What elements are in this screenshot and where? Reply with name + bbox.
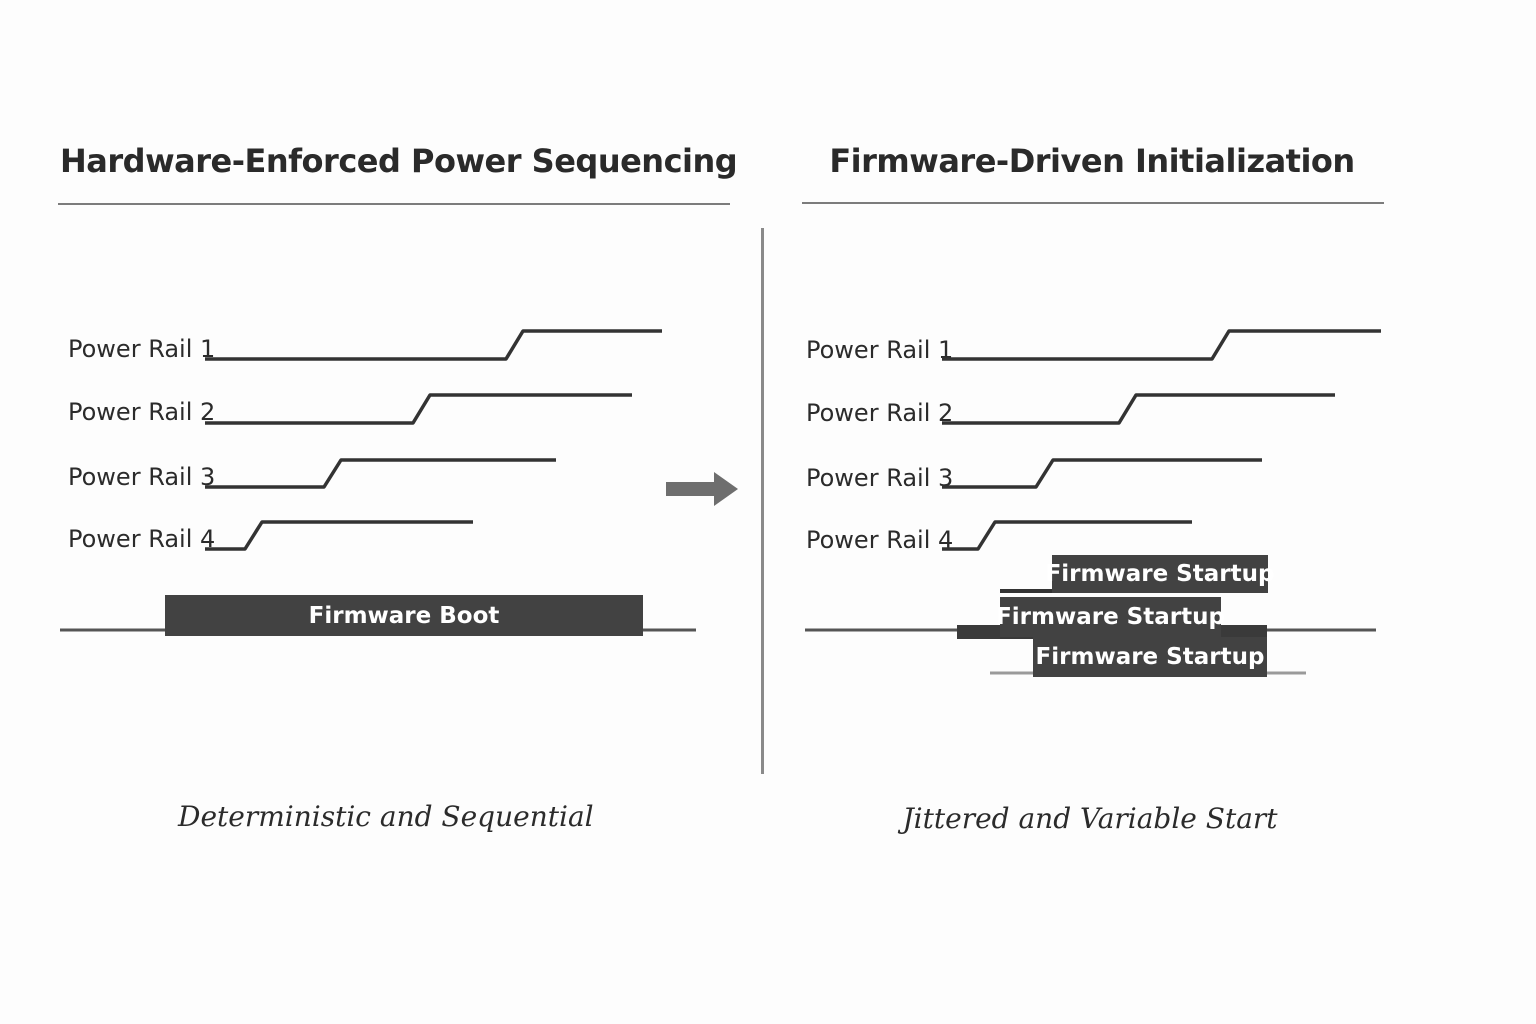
left-rail-label-3: Power Rail 3 xyxy=(68,463,216,491)
left-panel-title: Hardware-Enforced Power Sequencing xyxy=(60,142,738,180)
right-panel-title: Firmware-Driven Initialization xyxy=(829,142,1355,180)
firmware-boot-block: Firmware Boot xyxy=(165,595,643,636)
right-panel-caption: Jittered and Variable Start xyxy=(902,802,1278,835)
left-rail-3-waveform xyxy=(205,458,556,489)
right-rail-label-2: Power Rail 2 xyxy=(806,399,954,427)
right-rail-label-3: Power Rail 3 xyxy=(806,464,954,492)
right-rail-1-waveform xyxy=(942,329,1381,361)
right-rail-label-4: Power Rail 4 xyxy=(806,526,954,554)
left-rail-4-waveform xyxy=(205,520,473,551)
left-rail-label-2: Power Rail 2 xyxy=(68,398,216,426)
right-rail-3-waveform xyxy=(942,458,1262,489)
left-rail-label-1: Power Rail 1 xyxy=(68,335,216,363)
right-title-rule xyxy=(802,202,1384,204)
right-rail-2-waveform xyxy=(942,393,1335,425)
right-rail-4-waveform xyxy=(942,520,1192,551)
panel-divider xyxy=(761,228,764,774)
firmware-startup-block-1: Firmware Startup xyxy=(1046,555,1274,593)
left-rail-1-waveform xyxy=(205,329,662,361)
left-title-rule xyxy=(58,203,730,205)
right-rail-label-1: Power Rail 1 xyxy=(806,336,954,364)
left-rail-label-4: Power Rail 4 xyxy=(68,525,216,553)
left-panel-caption: Deterministic and Sequential xyxy=(178,800,594,833)
left-rail-2-waveform xyxy=(205,393,632,425)
firmware-startup-block-2: Firmware Startup xyxy=(996,597,1225,637)
firmware-startup-block-3: Firmware Startup xyxy=(1033,637,1267,677)
right-arrow-icon xyxy=(666,472,738,506)
